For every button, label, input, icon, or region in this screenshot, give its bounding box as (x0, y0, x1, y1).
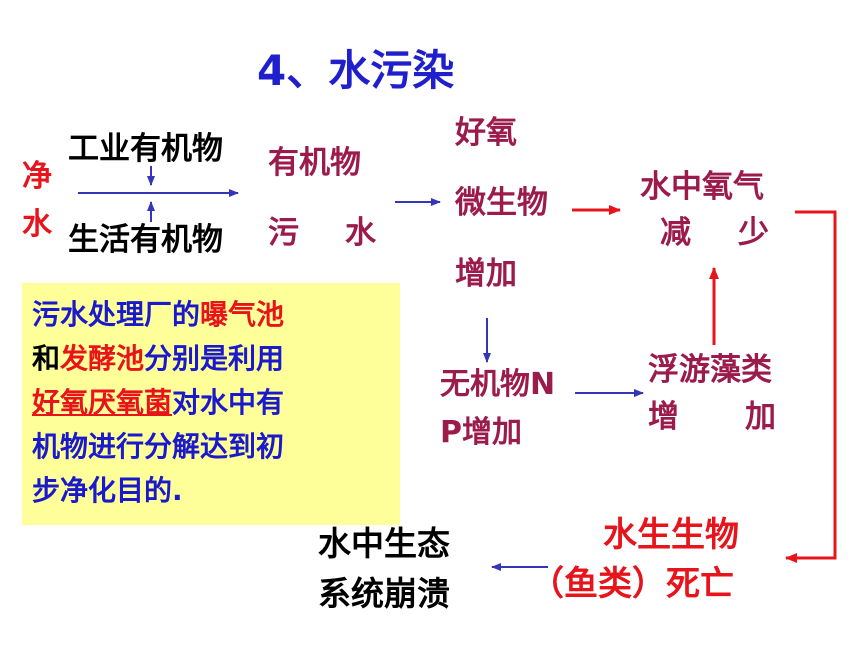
industrial-organics-label: 工业有机物 (68, 131, 223, 167)
aerobe-line-2: 微生物 (455, 185, 548, 221)
aerobe-line-3: 增加 (455, 256, 517, 292)
fermentation-tank-term: 发酵池 (60, 342, 145, 375)
sewage-char-2: 水 (345, 215, 376, 251)
arrow-oxygen-to-aquatic (785, 210, 837, 563)
oxygen-char-reduce: 减 (660, 215, 691, 251)
purification-char-2: 水 (22, 207, 52, 242)
ecosystem-line-2: 系统崩溃 (318, 574, 450, 613)
sewage-char-1: 污 (268, 215, 299, 251)
aquatic-life-line-2: （鱼类）死亡 (530, 564, 734, 604)
inorganic-line-2: P增加 (440, 415, 522, 450)
oxygen-char-less: 少 (738, 215, 769, 251)
wastewater-treatment-note: 污水处理厂的曝气池 和发酵池分别是利用 好氧厌氧菌对水中有 机物进行分解达到初 … (22, 283, 400, 525)
note-text: 机物进行分解达到初 (32, 430, 285, 463)
note-text: 污水处理厂的 (32, 298, 201, 331)
inorganic-line-1: 无机物N (440, 367, 556, 402)
plankton-char-add: 加 (745, 399, 776, 435)
plankton-line-1: 浮游藻类 (648, 352, 772, 388)
plankton-char-increase: 增 (648, 399, 679, 435)
ecosystem-line-1: 水中生态 (318, 524, 450, 563)
note-text: 分别是利用 (144, 342, 285, 375)
note-text: 步净化目的. (32, 474, 183, 507)
bacteria-term: 好氧厌氧菌 (32, 386, 173, 419)
aquatic-life-line-1: 水生生物 (603, 515, 739, 555)
note-text: 和 (32, 342, 61, 375)
oxygen-line-1: 水中氧气 (640, 169, 764, 205)
aeration-tank-term: 曝气池 (200, 298, 285, 331)
note-text: 对水中有 (172, 386, 285, 419)
page-title: 4、水污染 (257, 46, 455, 95)
purification-char-1: 净 (22, 159, 52, 194)
organic-matter-label: 有机物 (268, 145, 361, 181)
aerobe-line-1: 好氧 (455, 115, 517, 151)
domestic-organics-label: 生活有机物 (68, 222, 223, 258)
